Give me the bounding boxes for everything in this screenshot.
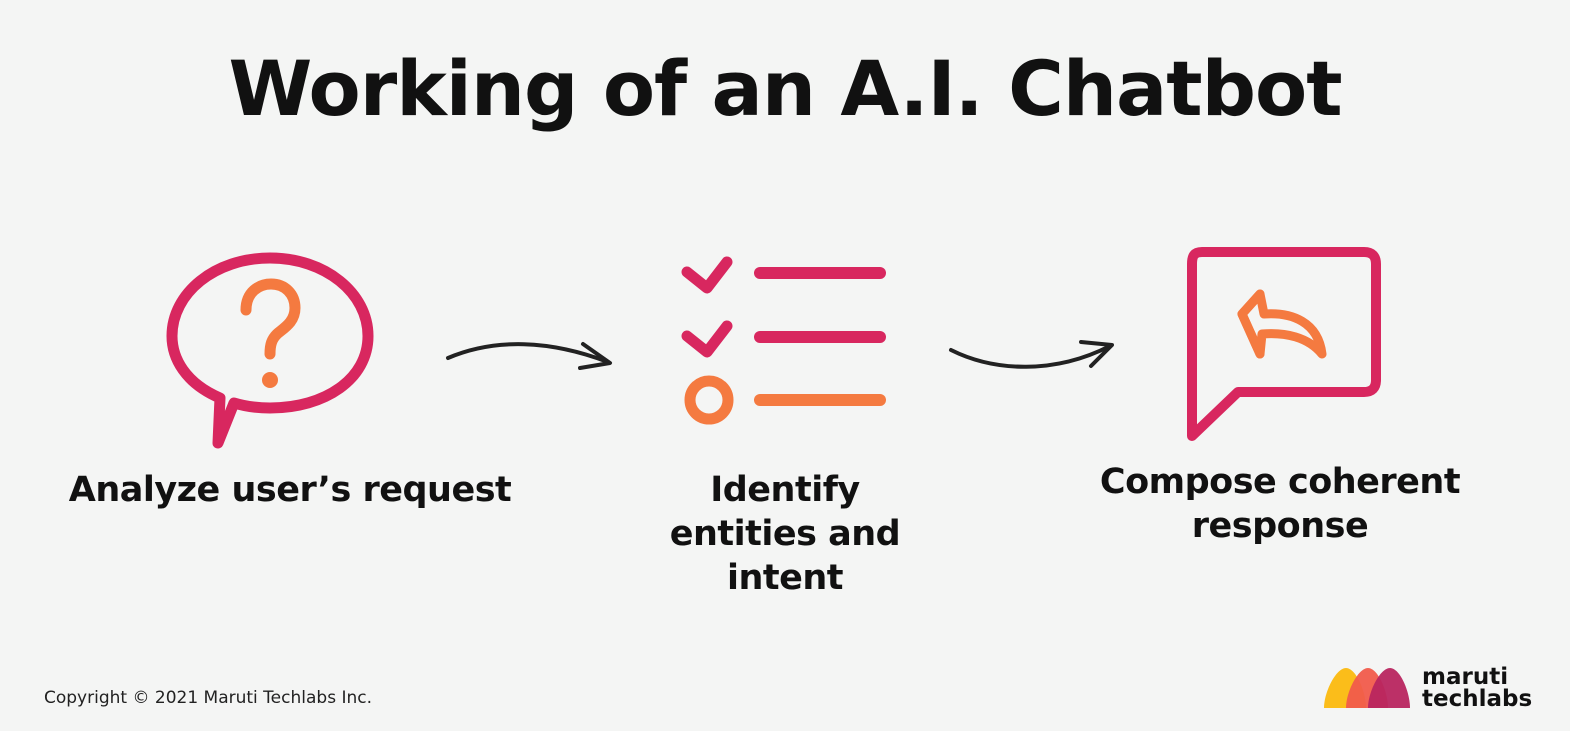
brand-name: maruti techlabs <box>1422 664 1533 712</box>
maruti-techlabs-logo <box>1324 668 1410 708</box>
copyright-text: Copyright © 2021 Maruti Techlabs Inc. <box>44 688 372 708</box>
step-label-compose: Compose coherent response <box>1099 462 1461 546</box>
step-label-identify: Identify entities and intent <box>669 470 901 598</box>
page-title: Working of an A.I. Chatbot <box>228 44 1342 133</box>
question-speech-bubble-icon <box>166 252 374 449</box>
reply-message-icon <box>1187 247 1381 441</box>
brand-line-1: maruti <box>1422 664 1509 690</box>
brand-line-2: techlabs <box>1422 686 1533 712</box>
arrow-right-icon <box>446 342 612 370</box>
step-label-analyze: Analyze user’s request <box>68 470 512 510</box>
arrow-right-icon <box>949 340 1114 369</box>
checklist-icon <box>681 256 886 425</box>
